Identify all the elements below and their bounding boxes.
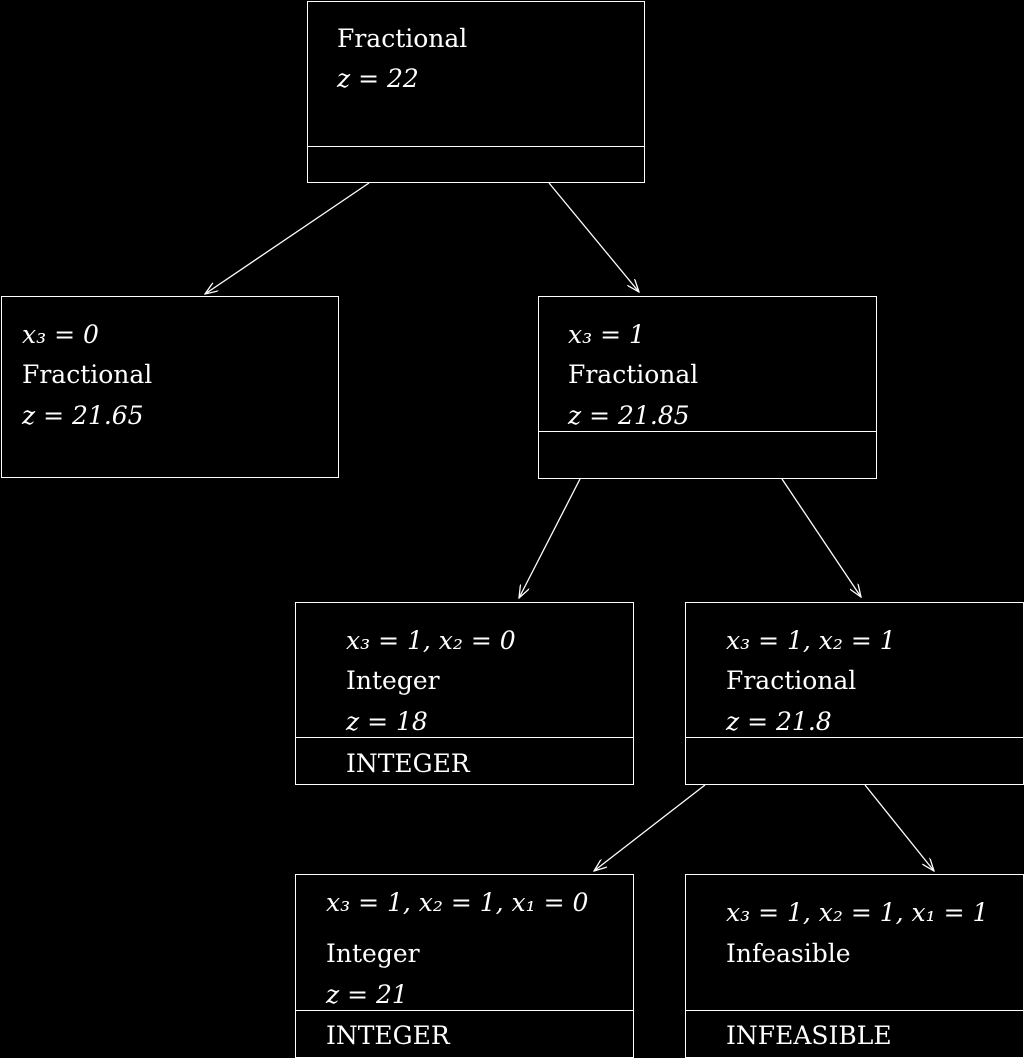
node-root-label: Fractional — [337, 24, 468, 53]
node-rr-label: Fractional — [726, 666, 857, 695]
node-rr-status-row — [686, 737, 1023, 784]
node-right-condition: x₃ = 1 — [568, 320, 645, 349]
node-left-condition: x₃ = 0 — [22, 320, 99, 349]
node-left-z: z = 21.65 — [22, 401, 144, 430]
node-right-status-row — [539, 431, 876, 478]
edge-right-rl — [519, 478, 581, 598]
node-left — [1, 296, 339, 478]
node-rl-z: z = 18 — [346, 707, 428, 736]
edge-root-left — [205, 182, 370, 294]
node-rrr-status-row — [686, 1010, 1023, 1057]
node-rl-status-row — [296, 737, 633, 784]
node-rrl-status-row — [296, 1010, 633, 1057]
node-root — [307, 1, 645, 183]
node-root-status-row — [308, 146, 644, 182]
node-left-label: Fractional — [22, 360, 153, 389]
edge-root-right — [548, 182, 639, 292]
node-rrl-z: z = 21 — [326, 980, 408, 1009]
node-right-label: Fractional — [568, 360, 699, 389]
node-rrl-condition: x₃ = 1, x₂ = 1, x₁ = 0 — [326, 888, 589, 917]
node-rrr-status: INFEASIBLE — [726, 1021, 892, 1050]
node-right-z: z = 21.85 — [568, 401, 690, 430]
node-rrr-label: Infeasible — [726, 939, 851, 968]
edge-right-rr — [781, 478, 861, 597]
node-rl-condition: x₃ = 1, x₂ = 0 — [346, 626, 516, 655]
node-rl — [295, 602, 634, 785]
edge-rr-rrr — [864, 784, 934, 871]
node-rl-status: INTEGER — [346, 749, 470, 778]
node-rr-z: z = 21.8 — [726, 707, 832, 736]
node-rrl-status: INTEGER — [326, 1021, 450, 1050]
edge-rr-rrl — [594, 784, 706, 871]
node-rl-label: Integer — [346, 666, 440, 695]
node-rr-condition: x₃ = 1, x₂ = 1 — [726, 626, 896, 655]
node-rrl-label: Integer — [326, 939, 420, 968]
node-root-z: z = 22 — [337, 64, 419, 93]
node-rrr-condition: x₃ = 1, x₂ = 1, x₁ = 1 — [726, 898, 989, 927]
node-right — [538, 296, 877, 479]
